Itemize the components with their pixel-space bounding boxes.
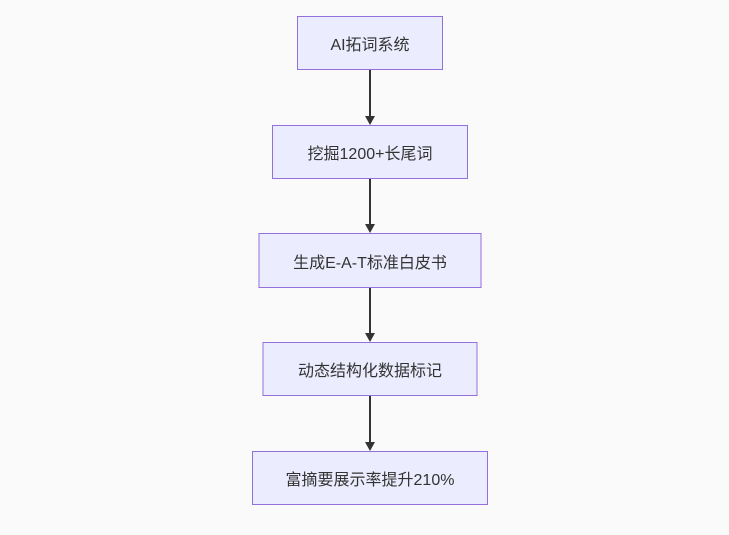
arrow-line bbox=[369, 70, 371, 116]
arrow-line bbox=[369, 396, 371, 442]
flow-arrow-1 bbox=[365, 70, 375, 125]
arrow-head-down-icon bbox=[365, 224, 375, 233]
flow-node-eat-whitepaper: 生成E-A-T标准白皮书 bbox=[258, 233, 482, 288]
arrow-head-down-icon bbox=[365, 116, 375, 125]
flow-arrow-4 bbox=[365, 396, 375, 451]
arrow-head-down-icon bbox=[365, 333, 375, 342]
flow-node-structured-data-markup: 动态结构化数据标记 bbox=[262, 342, 478, 396]
arrow-line bbox=[369, 179, 371, 224]
arrow-head-down-icon bbox=[365, 442, 375, 451]
node-label: 生成E-A-T标准白皮书 bbox=[293, 254, 447, 272]
flow-node-ai-keyword-system: AI拓词系统 bbox=[297, 16, 443, 70]
flow-node-longtail-keywords: 挖掘1200+长尾词 bbox=[272, 125, 468, 179]
node-label: 富摘要展示率提升210% bbox=[285, 472, 455, 489]
flow-arrow-2 bbox=[365, 179, 375, 233]
arrow-line bbox=[369, 288, 371, 333]
flow-arrow-3 bbox=[365, 288, 375, 342]
node-label: 动态结构化数据标记 bbox=[297, 363, 442, 380]
node-label: 挖掘1200+长尾词 bbox=[307, 146, 433, 163]
flow-node-rich-snippet-result: 富摘要展示率提升210% bbox=[252, 451, 488, 505]
node-label: AI拓词系统 bbox=[330, 37, 410, 54]
